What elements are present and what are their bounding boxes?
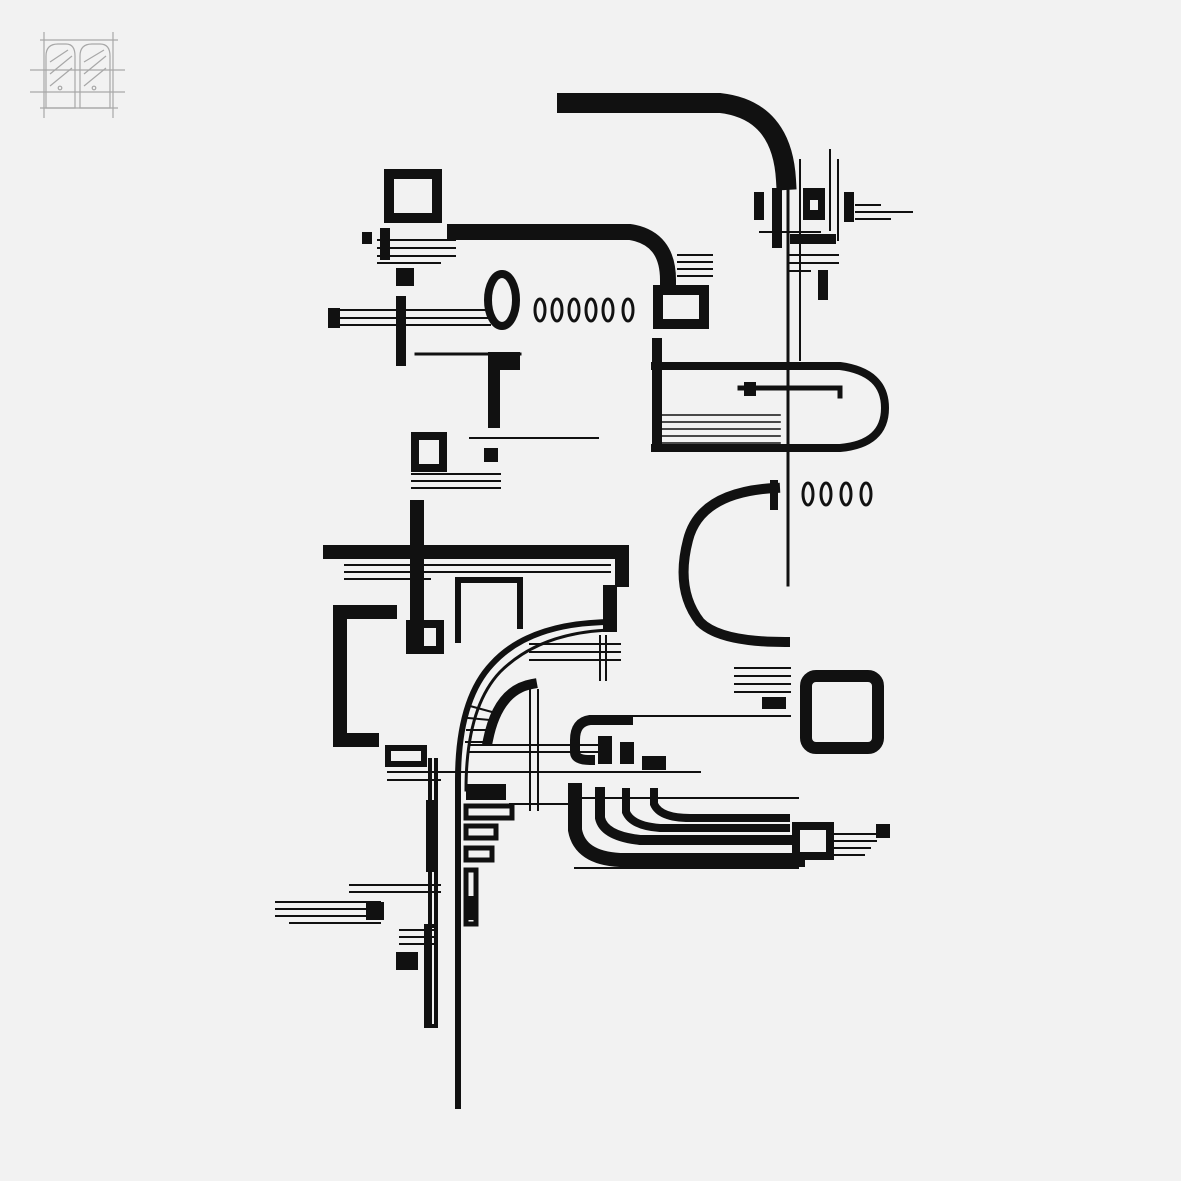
- lower-rounded-arm: [574, 715, 799, 799]
- lower-bracket: [570, 715, 633, 766]
- d-shape-notch: [744, 382, 756, 396]
- central-hanging-bars: [455, 577, 523, 643]
- d-shape: [651, 362, 890, 452]
- d-shape-inner-lines: [661, 414, 781, 444]
- small-ovals-row: [533, 297, 635, 323]
- left-mid-lines: [411, 473, 501, 489]
- central-top-bar: [323, 545, 629, 587]
- curve-inner-arc: [482, 678, 538, 746]
- lower-layered-curve-1: [568, 783, 805, 867]
- top-left-bar-3: [396, 268, 414, 286]
- lower-left-dot: [366, 902, 384, 920]
- lower-layered-curve-3: [622, 788, 790, 832]
- top-left-box: [384, 169, 442, 223]
- right-ovals-row: [801, 481, 873, 507]
- top-hook-curve: [557, 93, 797, 191]
- central-left-bracket: [333, 605, 397, 747]
- upper-arm-curve: [447, 224, 677, 289]
- stacked-blocks: [463, 784, 515, 927]
- lower-left-tall-bar: [426, 800, 436, 872]
- right-thin-verticals: [799, 149, 839, 361]
- lower-left-dot-2: [396, 952, 418, 970]
- lower-right-lines: [829, 833, 877, 856]
- upper-right-box: [653, 285, 709, 329]
- t-shape-stem: [488, 352, 500, 428]
- lower-right-cap: [876, 824, 890, 838]
- left-mid-box: [411, 432, 447, 472]
- upper-arm-lines: [677, 254, 713, 277]
- horizontal-rod-cap: [328, 308, 340, 328]
- central-left-small-box: [406, 620, 444, 654]
- d-shape-hook: [737, 385, 843, 399]
- sketch-monogram-logo-icon: [30, 32, 125, 118]
- d-shape-left-bar: [652, 338, 662, 450]
- rounded-box-dot: [762, 697, 786, 709]
- lower-layered-curve-2: [595, 787, 795, 845]
- main-descending-curve: [455, 618, 616, 1109]
- central-lines: [344, 564, 611, 580]
- top-left-bar-2: [380, 228, 390, 260]
- lower-left-lines: [275, 884, 441, 945]
- lower-left-long-bar: [424, 924, 438, 1028]
- c-shape: [678, 482, 791, 648]
- rounded-box: [800, 670, 884, 754]
- curve-inner-verticals: [529, 689, 539, 811]
- t-shape-head: [488, 352, 520, 370]
- right-top-cluster: [754, 188, 913, 300]
- lower-layered-lines: [509, 803, 799, 869]
- rod-vertical-bar: [396, 296, 406, 366]
- large-oval: [484, 270, 520, 330]
- horizontal-rod: [339, 309, 491, 326]
- left-mid-dot: [484, 448, 498, 462]
- rounded-box-lines: [734, 667, 791, 693]
- curve-hatching: [465, 704, 494, 743]
- central-cross-vertical: [410, 500, 424, 650]
- lower-rail-box: [385, 745, 427, 767]
- ink-strokes: [275, 93, 913, 1109]
- curve-right-lines: [529, 635, 621, 681]
- top-left-bar: [362, 232, 372, 244]
- top-left-lines: [377, 239, 456, 264]
- step-bars: [598, 736, 666, 770]
- lower-layered-curve-4: [650, 788, 790, 822]
